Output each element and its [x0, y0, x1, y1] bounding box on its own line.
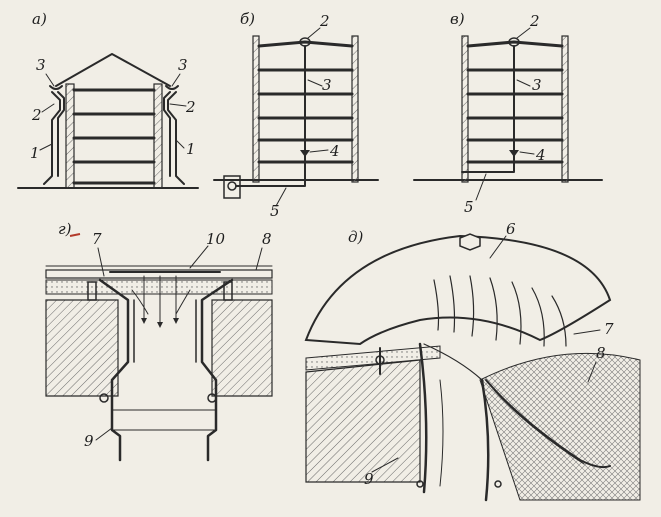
red-mark — [69, 233, 81, 237]
building-frame — [55, 53, 171, 189]
panel-b: б) 2 3 4 5 — [213, 10, 379, 220]
panel-v-tag: в) — [450, 10, 465, 28]
insulation-layer — [305, 345, 441, 371]
clamp-bolt-left — [87, 281, 97, 301]
panel-a-tag: a) — [32, 10, 47, 28]
panel-d: д) — [304, 220, 641, 502]
label-v-2: 2 — [529, 12, 540, 30]
pipe-left-wall — [418, 342, 428, 494]
label-d-7: 7 — [604, 320, 614, 338]
funnel-body-left — [98, 278, 130, 462]
label-v-3: 3 — [532, 76, 542, 94]
label-d-9: 9 — [364, 470, 374, 488]
outlet-pit — [223, 175, 241, 199]
panel-v: в) 2 3 4 5 — [413, 10, 603, 216]
dome-cap — [304, 234, 612, 346]
panel-d-tag: д) — [348, 228, 364, 246]
roof-slab — [305, 359, 421, 483]
downpipe-right — [167, 91, 185, 185]
label-a-3-right: 3 — [178, 56, 188, 74]
flow-arrows — [131, 275, 191, 328]
label-b-2: 2 — [319, 12, 330, 30]
mounting-lug-right — [207, 393, 217, 403]
panel-a: a) 3 3 2 2 1 — [17, 10, 199, 189]
label-a-3-left: 3 — [36, 56, 46, 74]
label-b-5: 5 — [270, 202, 280, 220]
panel-b-tag: б) — [240, 10, 255, 28]
pipe-right-wall — [480, 378, 490, 502]
clamp-flange — [485, 379, 611, 469]
label-d-8: 8 — [596, 344, 606, 362]
label-a-1-left: 1 — [30, 144, 40, 162]
funnel-body-right — [200, 278, 234, 462]
label-g-10: 10 — [206, 230, 226, 248]
label-b-4: 4 — [329, 142, 340, 160]
revision-marker — [509, 150, 519, 157]
label-g-9: 9 — [84, 432, 94, 450]
label-g-7: 7 — [92, 230, 102, 248]
gutter-right — [165, 85, 179, 90]
roof-slab-right — [211, 299, 273, 397]
label-a-1-right: 1 — [186, 140, 196, 158]
roofing-membrane — [45, 269, 273, 279]
gutter-left — [49, 85, 63, 90]
panel-g-tag: г) — [58, 220, 72, 238]
building-frame — [461, 35, 569, 183]
label-g-8: 8 — [262, 230, 272, 248]
label-b-3: 3 — [322, 76, 332, 94]
label-d-6: 6 — [506, 220, 516, 238]
mounting-lug-left — [99, 393, 109, 403]
clamp-bolt-right — [223, 281, 233, 301]
building-frame — [252, 35, 359, 183]
panel-g: г) — [45, 220, 273, 462]
revision-marker — [300, 150, 310, 157]
riser-pipe — [461, 45, 515, 173]
roof-slab-left — [45, 299, 119, 397]
label-v-4: 4 — [535, 146, 546, 164]
insulation-layer — [45, 279, 273, 295]
label-a-2-right: 2 — [185, 98, 196, 116]
riser-pipe — [235, 45, 306, 187]
downpipe-left — [43, 91, 61, 185]
mesh-membrane — [479, 352, 641, 501]
dome-ribs — [433, 275, 567, 347]
label-a-2-left: 2 — [31, 106, 42, 124]
cap-bolt — [459, 233, 481, 251]
label-v-5: 5 — [464, 198, 474, 216]
